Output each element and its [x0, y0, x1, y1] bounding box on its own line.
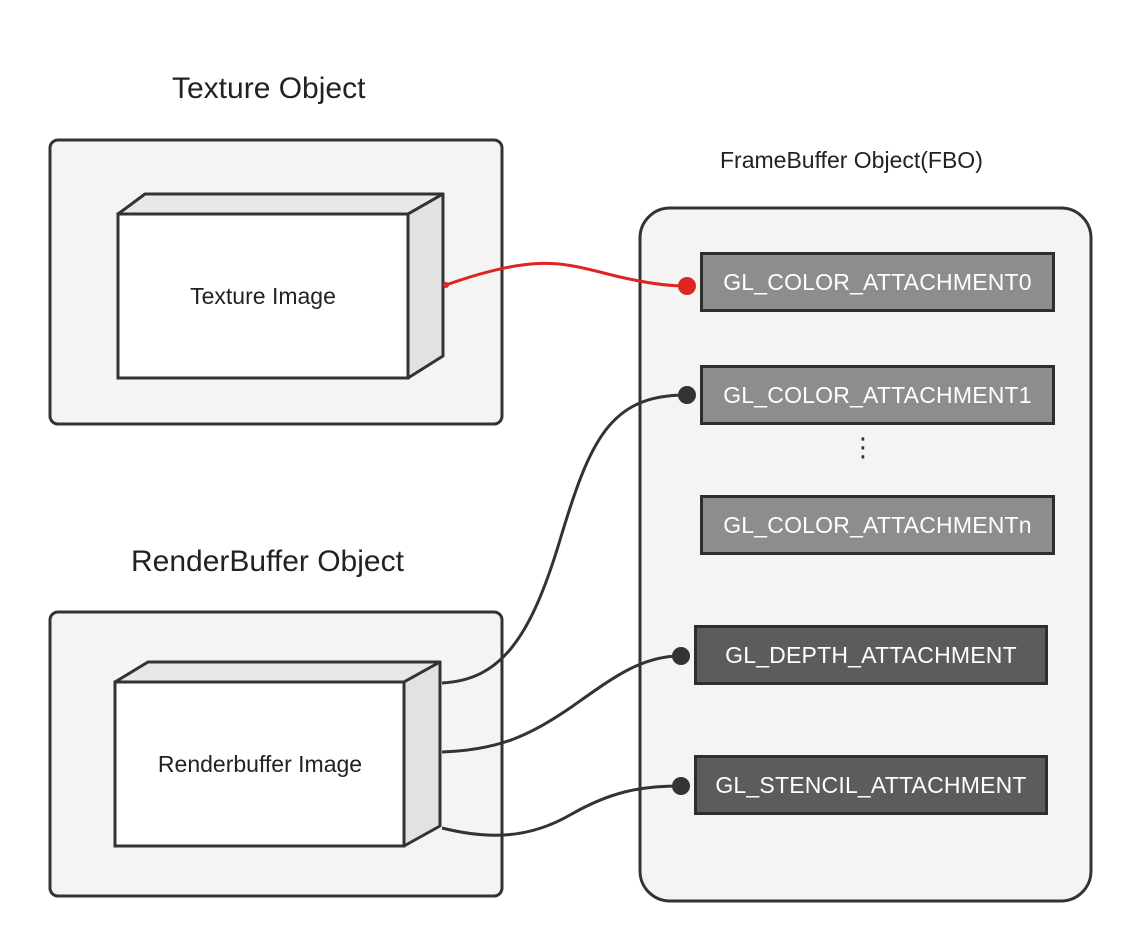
connection-dot-stencil — [672, 777, 690, 795]
attachment-color0: GL_COLOR_ATTACHMENT0 — [700, 252, 1055, 312]
renderbuffer-object-title: RenderBuffer Object — [131, 545, 404, 578]
connection-dot-color1 — [678, 386, 696, 404]
attachment-stencil: GL_STENCIL_ATTACHMENT — [694, 755, 1048, 815]
attachment-colorn: GL_COLOR_ATTACHMENTn — [700, 495, 1055, 555]
renderbuffer-image-box — [113, 660, 442, 848]
renderbuffer-image-label: Renderbuffer Image — [157, 751, 363, 777]
connection-rb-to-depth — [441, 654, 681, 754]
attachment-ellipsis: ⋮ — [850, 432, 876, 462]
connection-rb-to-stencil — [441, 784, 681, 837]
connection-dot-color0 — [678, 277, 696, 295]
texture-image-box — [116, 192, 445, 380]
connection-start-texture — [443, 282, 449, 288]
texture-image-label: Texture Image — [190, 283, 336, 309]
attachment-color1: GL_COLOR_ATTACHMENT1 — [700, 365, 1055, 425]
attachment-depth: GL_DEPTH_ATTACHMENT — [694, 625, 1048, 685]
connection-texture-to-color0 — [445, 261, 687, 288]
connection-dot-depth — [672, 647, 690, 665]
framebuffer-object-title: FrameBuffer Object(FBO) — [720, 147, 983, 173]
connection-rb-to-color1 — [441, 393, 687, 685]
texture-object-title: Texture Object — [172, 72, 366, 105]
